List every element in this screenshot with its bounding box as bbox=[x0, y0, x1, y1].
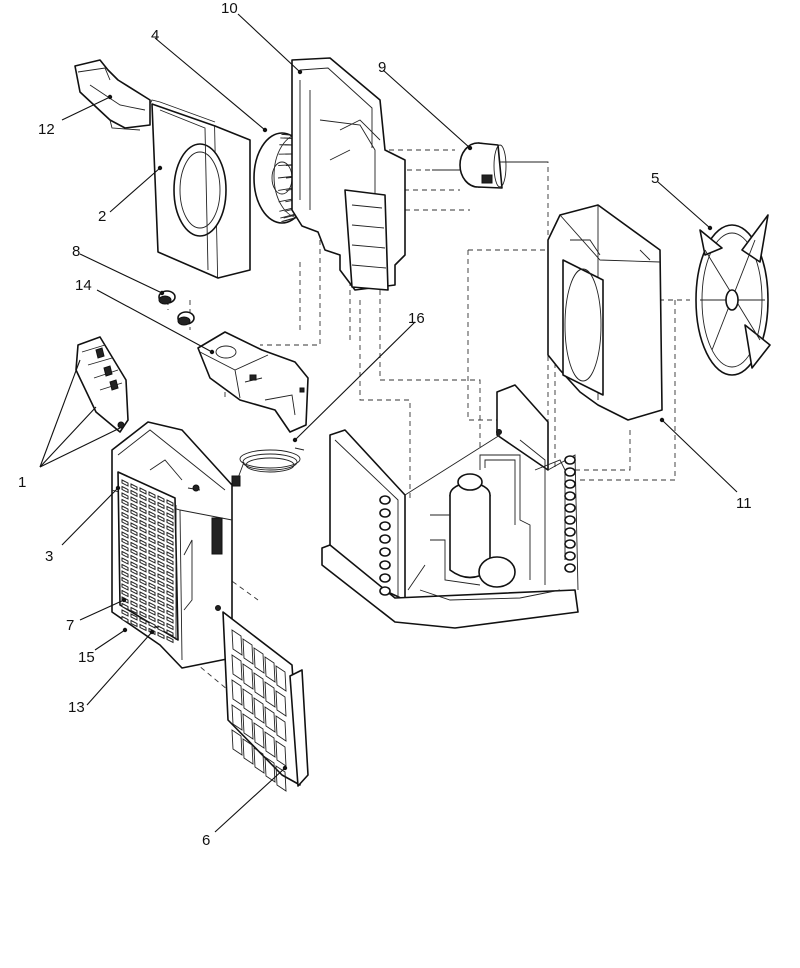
part-10-blower-housing bbox=[291, 57, 406, 291]
part-6-air-filter bbox=[222, 611, 309, 792]
part-12-top-bracket bbox=[74, 59, 151, 131]
callout-9: 9 bbox=[378, 59, 386, 76]
callout-8: 8 bbox=[72, 243, 80, 260]
part-11-condenser-shroud bbox=[547, 204, 663, 421]
callout-14: 14 bbox=[75, 277, 92, 294]
callout-4: 4 bbox=[151, 27, 159, 44]
callout-7: 7 bbox=[66, 617, 74, 634]
part-9-fan-motor bbox=[432, 142, 548, 189]
callout-3: 3 bbox=[45, 548, 53, 565]
part-16-power-cord bbox=[231, 447, 305, 487]
callout-1: 1 bbox=[18, 474, 26, 491]
part-8-knobs bbox=[158, 290, 195, 326]
callout-15: 15 bbox=[78, 649, 95, 666]
callout-10: 10 bbox=[221, 0, 238, 17]
part-5-condenser-fan-blade bbox=[695, 214, 771, 376]
callout-6: 6 bbox=[202, 832, 210, 849]
part-2-scroll-panel bbox=[149, 99, 251, 279]
callout-12: 12 bbox=[38, 121, 55, 138]
callout-leader-lines bbox=[39, 13, 738, 833]
callout-16: 16 bbox=[408, 310, 425, 327]
callout-13: 13 bbox=[68, 699, 85, 716]
callout-5: 5 bbox=[651, 170, 659, 187]
part-1-switch-harness bbox=[75, 336, 129, 433]
callout-2: 2 bbox=[98, 208, 106, 225]
part-3-front-grille bbox=[111, 421, 233, 669]
chassis-base-assembly bbox=[321, 384, 579, 629]
callout-labels: 1 2 3 4 5 6 7 8 9 10 11 12 13 14 15 16 bbox=[18, 0, 752, 849]
callout-11: 11 bbox=[736, 495, 752, 512]
part-14-control-box bbox=[197, 331, 309, 433]
